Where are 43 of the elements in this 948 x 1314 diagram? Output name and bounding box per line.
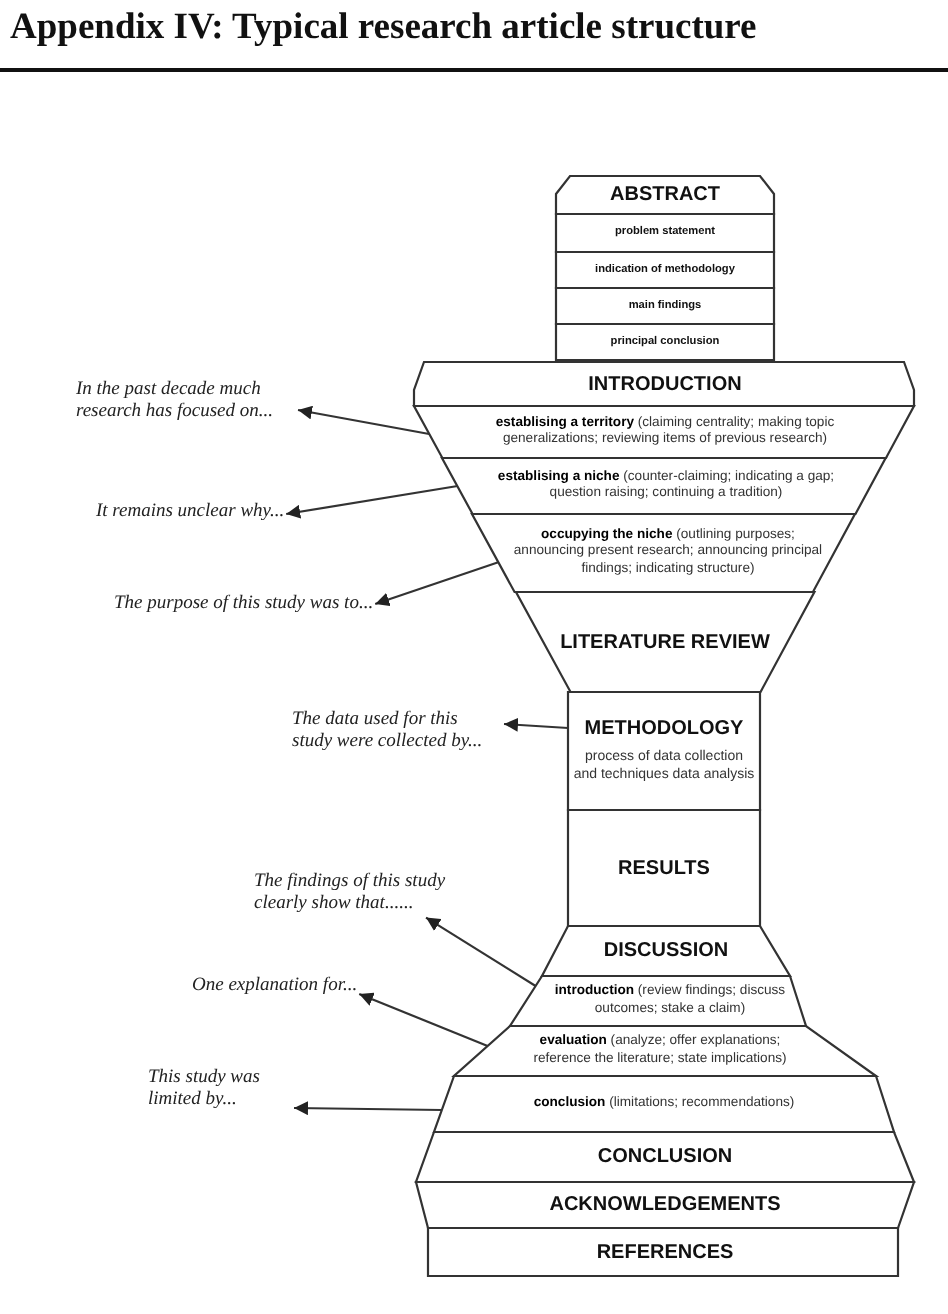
example-phrase: The data used for this study were collected by... [292,710,502,756]
section-heading: CONCLUSION [597,1146,733,1168]
example-phrase: The purpose of this study was to... [114,594,374,617]
arrow [425,916,537,987]
abstract-row [556,288,774,324]
example-phrase: This study was limited by... [148,1068,292,1114]
abstract-band [556,176,774,214]
arrow [374,560,500,607]
subsection-band [472,514,856,592]
section-heading: ACKNOWLEDGEMENTS [549,1194,781,1216]
section-band [414,362,914,406]
section-heading: ABSTRACT [610,184,720,206]
section-band [416,1182,914,1228]
section-heading: REFERENCES [596,1241,734,1263]
arrow [503,717,569,732]
arrow [286,484,458,519]
section-band [416,1132,914,1182]
subsection-band [414,406,914,458]
abstract-row [556,324,774,360]
abstract-row [556,252,774,288]
example-phrase: It remains unclear why... [96,502,285,525]
subsection-band [434,1076,894,1132]
section-band [515,592,814,692]
section-heading: LITERATURE REVIEW [560,631,770,653]
title: Appendix IV: Typical research article structure [10,8,757,50]
section-band [428,1228,898,1276]
section-heading: METHODOLOGY [584,718,744,741]
example-phrase: In the past decade much research has focused on... [76,380,296,426]
section-heading: INTRODUCTION [588,373,742,395]
subsection-band [510,976,806,1026]
arrow [297,405,430,436]
section-band [568,692,760,810]
subsection-band [454,1026,876,1076]
section-band [542,926,790,976]
section-heading: RESULTS [618,857,710,879]
arrow [358,992,488,1047]
section-band [568,810,760,926]
example-phrase: One explanation for... [192,976,358,999]
arrow [294,1101,442,1116]
subsection-band [442,458,886,514]
section-heading: DISCUSSION [603,940,729,962]
example-phrase: The findings of this study clearly show that...... [254,872,470,918]
abstract-row [556,214,774,252]
